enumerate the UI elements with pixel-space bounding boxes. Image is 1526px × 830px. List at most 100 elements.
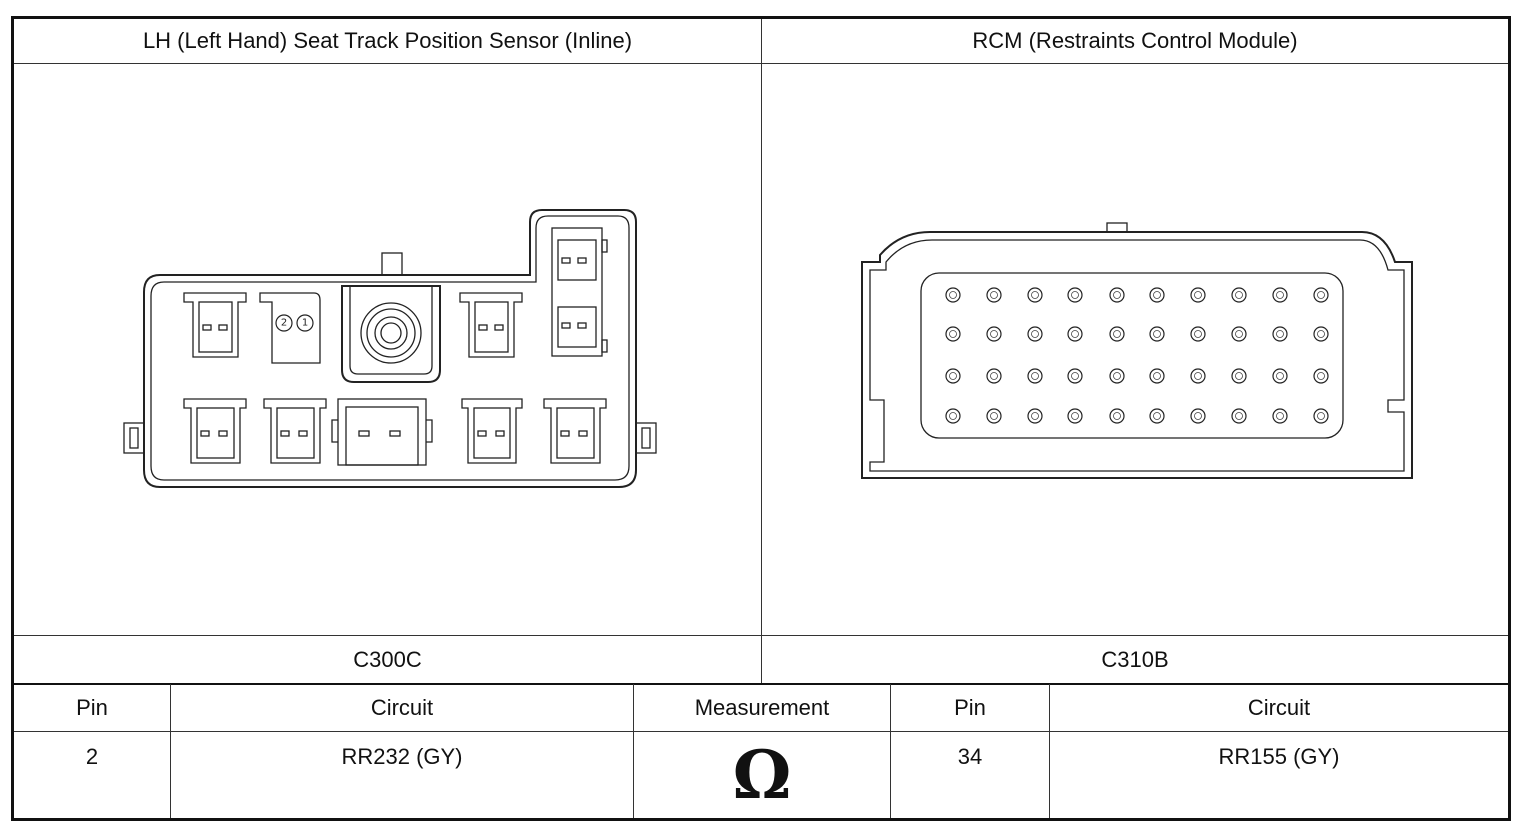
rcm-pin-marking <box>1317 412 1325 420</box>
rcm-pin <box>1272 287 1288 303</box>
rcm-pin <box>1190 287 1206 303</box>
rcm-pin-marking <box>1194 330 1202 338</box>
col-divider-4 <box>1049 684 1050 818</box>
rcm-pin-marking <box>1276 330 1284 338</box>
rcm-pin <box>986 287 1002 303</box>
rcm-pin-marking <box>1071 330 1079 338</box>
rcm-pin-marking <box>1153 372 1161 380</box>
rcm-pin-marking <box>1317 330 1325 338</box>
right-connector-id: C310B <box>1101 646 1169 672</box>
rcm-pin-marking <box>1194 372 1202 380</box>
rcm-pin <box>1313 368 1329 384</box>
rcm-pin <box>1231 326 1247 342</box>
rcm-pin-marking <box>1153 291 1161 299</box>
rcm-pin-marking <box>990 412 998 420</box>
rcm-pin <box>1313 287 1329 303</box>
rcm-pin-marking <box>1071 291 1079 299</box>
row-pin-b: 34 <box>957 744 983 769</box>
rcm-pin <box>1231 408 1247 424</box>
pin-label-1: 1 <box>296 314 314 332</box>
row-circuit-a: RR232 (GY) <box>341 744 463 769</box>
rcm-pin <box>1272 368 1288 384</box>
left-connector-id: C300C <box>353 646 422 672</box>
rcm-pin-grid <box>945 287 1329 424</box>
rcm-pin-marking <box>1031 291 1039 299</box>
rcm-pin-marking <box>1031 330 1039 338</box>
rcm-pin-marking <box>1235 372 1243 380</box>
rcm-pin <box>945 326 961 342</box>
rcm-pin-marking <box>949 291 957 299</box>
rcm-pin <box>986 408 1002 424</box>
rcm-pin-marking <box>1113 330 1121 338</box>
rcm-pin <box>1190 368 1206 384</box>
row-pin-a: 2 <box>85 744 99 769</box>
center-divider <box>761 19 762 683</box>
rcm-pin-marking <box>949 412 957 420</box>
rcm-pin-marking <box>1235 412 1243 420</box>
rcm-pin-marking <box>1194 412 1202 420</box>
rcm-pin <box>1027 326 1043 342</box>
right-connector-title: RCM (Restraints Control Module) <box>972 28 1298 53</box>
row-circuit-b: RR155 (GY) <box>1218 744 1340 769</box>
header-circuit-b: Circuit <box>1247 694 1311 720</box>
rcm-pin-marking <box>990 330 998 338</box>
rcm-pin-marking <box>1276 372 1284 380</box>
rcm-pin <box>1067 287 1083 303</box>
rcm-pin-marking <box>1153 330 1161 338</box>
left-connector-title: LH (Left Hand) Seat Track Position Senso… <box>142 28 633 53</box>
rcm-pin <box>986 368 1002 384</box>
rcm-pin <box>1149 287 1165 303</box>
rcm-pin <box>945 287 961 303</box>
rcm-pin <box>1027 368 1043 384</box>
rcm-pin-marking <box>1113 372 1121 380</box>
svg-text:2: 2 <box>281 318 287 329</box>
rcm-pin-marking <box>1276 412 1284 420</box>
rcm-pin <box>1313 408 1329 424</box>
header-pin-b: Pin <box>954 694 986 720</box>
rcm-pin <box>945 368 961 384</box>
rcm-pin <box>1109 408 1125 424</box>
rcm-pin-marking <box>990 372 998 380</box>
rcm-pin <box>1190 408 1206 424</box>
ohm-icon: Ω <box>732 736 792 814</box>
rcm-pin-marking <box>1031 372 1039 380</box>
rcm-pin <box>945 408 961 424</box>
rcm-pin <box>1272 326 1288 342</box>
rcm-pin-marking <box>1317 291 1325 299</box>
wiring-table-frame <box>11 16 1511 821</box>
col-divider-2 <box>633 684 634 818</box>
header-measurement: Measurement <box>694 694 830 720</box>
rcm-pin <box>1149 326 1165 342</box>
rcm-pin-marking <box>1276 291 1284 299</box>
diagram-bottom-divider <box>14 635 1508 636</box>
rcm-pin <box>1109 368 1125 384</box>
rcm-pin <box>1313 326 1329 342</box>
rcm-pin-marking <box>949 372 957 380</box>
rcm-pin <box>1272 408 1288 424</box>
rcm-pin-marking <box>1194 291 1202 299</box>
table-top-divider <box>14 683 1508 685</box>
rcm-pin <box>1067 368 1083 384</box>
table-header-divider <box>14 731 1508 732</box>
rcm-pin-marking <box>1235 330 1243 338</box>
rcm-pin-marking <box>1031 412 1039 420</box>
rcm-pin-marking <box>1235 291 1243 299</box>
rcm-pin-marking <box>1317 372 1325 380</box>
rcm-pin-marking <box>1113 412 1121 420</box>
col-divider-1 <box>170 684 171 818</box>
rcm-pin-marking <box>1113 291 1121 299</box>
rcm-pin-marking <box>1071 372 1079 380</box>
rcm-pin <box>1027 287 1043 303</box>
rcm-pin <box>1190 326 1206 342</box>
rcm-pin <box>1231 368 1247 384</box>
rcm-pin-marking <box>1153 412 1161 420</box>
rcm-pin <box>1067 408 1083 424</box>
header-pin-a: Pin <box>76 694 108 720</box>
rcm-pin <box>1067 326 1083 342</box>
col-divider-3 <box>890 684 891 818</box>
rcm-pin <box>1027 408 1043 424</box>
pin-label-2: 2 <box>275 314 293 332</box>
rcm-pin-marking <box>949 330 957 338</box>
